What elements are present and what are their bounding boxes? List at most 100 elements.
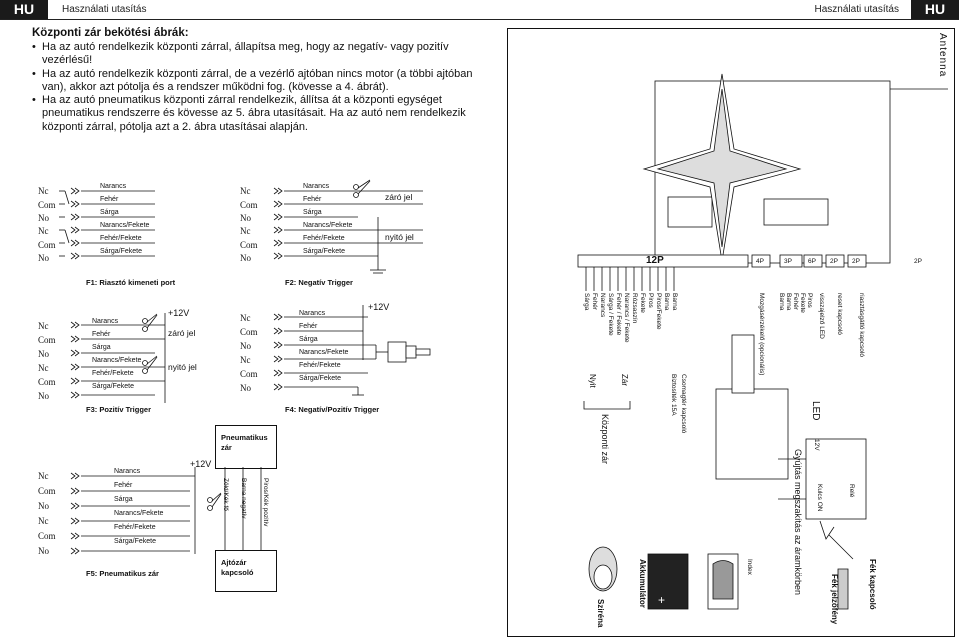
motion-sensor-label: Mozgásérzékelő (opcionális)	[758, 293, 765, 376]
terminal-label: Nc	[240, 186, 251, 196]
main-wiring-diagram: Antenna	[507, 28, 955, 637]
wire-label: Narancs	[92, 318, 119, 325]
open-label: Nyit	[588, 374, 597, 388]
language-badge-left: HU	[0, 0, 48, 19]
key-on-label: Kulcs ON	[816, 484, 823, 512]
door-switch-box: Ajtózár kapcsoló	[215, 550, 277, 592]
lock-signal-label: záró jel	[168, 328, 196, 338]
main-wire-label: Rózsaszín	[631, 293, 638, 324]
header-rule	[0, 19, 959, 20]
terminal-label: No	[240, 341, 251, 351]
trunk-switch-label: Csomagtér kapcsoló	[680, 374, 687, 434]
terminal-label: Nc	[38, 226, 49, 236]
pneumatic-lock-label: Pneumatikus zár	[221, 433, 268, 452]
f1-schematic	[59, 187, 155, 260]
wire-label: Fehér	[100, 196, 119, 203]
terminal-label: Nc	[38, 186, 49, 196]
terminal-label: No	[240, 383, 251, 393]
figure-caption: F1: Riasztó kimeneti port	[86, 278, 176, 287]
terminal-label: Com	[38, 377, 56, 387]
terminal-label: Com	[240, 369, 258, 379]
wire-red-label: Piros/Kék pozitív	[262, 478, 269, 527]
wire-brown-label: Barna negatív	[240, 478, 247, 519]
terminal-label: Com	[38, 240, 56, 250]
wire-label: Sárga/Fekete	[299, 375, 342, 382]
wire-label: Narancs/Fekete	[299, 349, 349, 356]
terminal-label: Com	[38, 200, 56, 210]
terminal-label: Nc	[240, 355, 251, 365]
svg-text:+: +	[658, 593, 665, 607]
wire-label: Fehér	[299, 323, 318, 330]
terminal-label: No	[38, 253, 49, 263]
wire-label: Narancs	[303, 183, 330, 190]
main-wire-label: Narancs	[599, 293, 606, 318]
figure-caption: F5: Pneumatikus zár	[86, 569, 159, 578]
connector-label: 2P	[830, 258, 838, 265]
battery-label: Akkumulátor	[638, 559, 647, 608]
right-wire-label: Barna	[778, 293, 785, 311]
control-unit-drawing: +	[577, 73, 948, 610]
wire-label: Fehér/Fekete	[114, 524, 156, 531]
right-wire-label: Fehér	[792, 293, 799, 310]
terminal-label: Nc	[38, 363, 49, 373]
main-wire-label: Sárga / Fekete	[607, 293, 614, 336]
terminal-label: Nc	[240, 313, 251, 323]
wire-green-label: Zöld/Kék fő	[222, 478, 229, 511]
wire-label: Narancs/Fekete	[100, 222, 150, 229]
f3-schematic	[70, 313, 166, 403]
language-badge-right: HU	[911, 0, 959, 19]
main-wire-label: Barna	[663, 293, 670, 311]
terminal-label: No	[38, 213, 49, 223]
f4-schematic	[273, 305, 431, 396]
connector-label: 2P	[852, 258, 860, 265]
terminal-label: Com	[38, 335, 56, 345]
wire-label: Sárga/Fekete	[100, 248, 143, 255]
terminal-label: Com	[240, 327, 258, 337]
plus12v-label: +12V	[168, 308, 190, 318]
led-indicator-label: visszajelző LED	[818, 293, 825, 339]
indicator-label: Index	[746, 559, 753, 575]
unlock-signal-label: nyitó jel	[168, 362, 197, 372]
figure-caption: F3: Pozitív Trigger	[86, 405, 152, 414]
main-wire-label: Narancs / Fekete	[623, 293, 630, 343]
voltage-label: 12V	[813, 439, 820, 451]
wire-label: Narancs	[114, 468, 141, 475]
terminal-label: Nc	[38, 516, 49, 526]
unlock-signal-label: nyitó jel	[385, 232, 414, 242]
brake-light-label: Fék jelzőfény	[830, 574, 839, 625]
wire-label: Fehér	[303, 196, 322, 203]
brake-switch-label: Fék kapcsoló	[868, 559, 877, 610]
antenna-label: Antenna	[937, 33, 948, 78]
fuse-label: Biztosíték 15A	[670, 374, 677, 416]
wire-label: Fehér/Fekete	[299, 362, 341, 369]
figure-caption: F4: Negatív/Pozitív Trigger	[285, 405, 380, 414]
right-wire-label: Barna	[785, 293, 792, 311]
wire-label: Narancs/Fekete	[92, 357, 142, 364]
wire-label: Sárga	[303, 209, 322, 216]
wire-label: Sárga/Fekete	[114, 538, 157, 545]
wire-label: Fehér/Fekete	[100, 235, 142, 242]
main-wire-label: Barna	[671, 293, 678, 311]
connector-label: 4P	[756, 258, 764, 265]
wire-label: Sárga	[114, 496, 133, 503]
wire-label: Narancs/Fekete	[114, 510, 164, 517]
header-title-left: Használati utasítás	[62, 4, 147, 15]
right-wire-label: Fekete	[799, 293, 806, 313]
f2-schematic	[273, 179, 423, 274]
door-switch-label: Ajtózár kapcsoló	[221, 558, 254, 577]
wire-label: Sárga/Fekete	[303, 248, 346, 255]
connector-label: 2P	[914, 258, 922, 265]
main-wire-label: Fekete	[639, 293, 646, 313]
terminal-label: Nc	[38, 471, 49, 481]
terminal-label: Com	[240, 200, 258, 210]
siren-label: Sziréna	[596, 599, 605, 628]
figure-caption: F2: Negatív Trigger	[285, 278, 353, 287]
terminal-label: Com	[38, 486, 56, 496]
right-wire-label: Piros	[806, 293, 813, 308]
terminal-label: Nc	[38, 321, 49, 331]
reset-switch-label: reset kapcsoló	[836, 293, 843, 335]
wire-label: Narancs	[100, 183, 127, 190]
wire-label: Fehér	[114, 482, 133, 489]
instruction-list: Ha az autó rendelkezik központi zárral, …	[32, 41, 487, 134]
instruction-item: Ha az autó rendelkezik központi zárral, …	[32, 41, 487, 68]
